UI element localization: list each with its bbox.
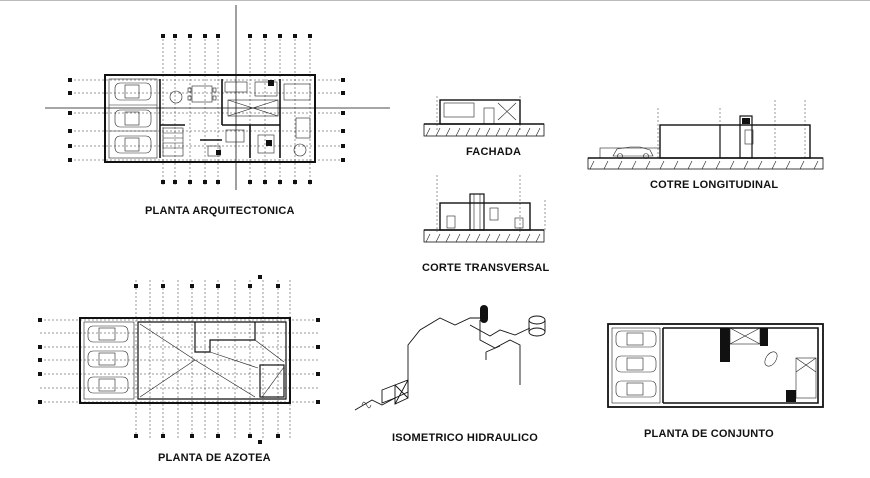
corte-longitudinal-drawing [587,100,824,170]
label-isometrico-hidraulico: ISOMETRICO HIDRAULICO [392,432,538,444]
planta-arquitectonica-drawing [45,5,390,190]
label-corte-longitudinal: COTRE LONGITUDINAL [650,179,779,191]
label-corte-transversal: CORTE TRANSVERSAL [422,262,550,274]
label-planta-azotea: PLANTA DE AZOTEA [158,452,271,464]
label-planta-conjunto: PLANTA DE CONJUNTO [644,428,774,440]
label-fachada: FACHADA [466,146,522,158]
planta-azotea-drawing [38,275,320,444]
fachada-drawing [423,96,545,137]
corte-transversal-drawing [423,175,546,243]
label-planta-arquitectonica: PLANTA ARQUITECTONICA [145,205,295,217]
isometrico-hidraulico-drawing [354,305,546,411]
planta-conjunto-drawing [607,323,824,408]
